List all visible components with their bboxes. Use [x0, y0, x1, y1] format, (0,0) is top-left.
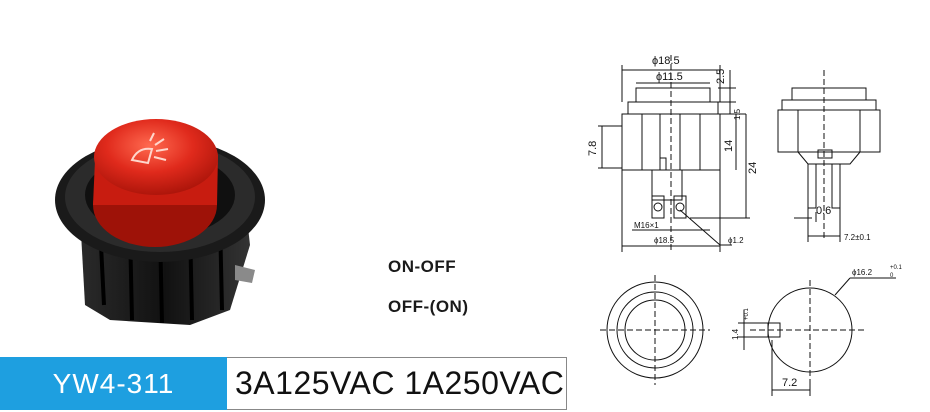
dim-24: 24	[747, 162, 759, 174]
dim-7-2: 7.2	[782, 377, 797, 389]
dim-d11-5: ϕ11.5	[656, 71, 683, 83]
side-view	[777, 70, 881, 242]
terminal-pin	[235, 265, 255, 283]
panel-cutout	[738, 277, 896, 396]
dim-d1-2: ϕ1.2	[728, 236, 744, 245]
mode-on-off: ON-OFF	[388, 257, 457, 276]
dim-d18-5-bottom: ϕ18.5	[654, 236, 675, 245]
top-view-circle	[600, 275, 710, 385]
dim-1-5: 1.5	[733, 108, 742, 120]
dim-7-2-tol: 7.2±0.1	[844, 233, 871, 242]
dim-2-5: 2.5	[715, 69, 727, 84]
dim-d16-2: ϕ16.2	[852, 268, 873, 277]
rating-label: 3A125VAC 1A250VAC	[227, 357, 567, 410]
lamp-icon	[130, 132, 169, 165]
model-label: YW4-311	[0, 357, 227, 410]
dim-1-4: 1.4	[731, 328, 740, 340]
dim-1-4-tol: +0.1	[744, 307, 750, 320]
dim-d16-2-tol-top: +0.1	[890, 265, 903, 271]
front-view	[598, 55, 750, 252]
mode-off-on: OFF-(ON)	[388, 297, 469, 316]
switch-photo	[55, 119, 265, 325]
dim-0-6: 0.6	[816, 205, 831, 217]
dim-7-8: 7.8	[587, 141, 599, 156]
technical-drawing: ϕ18.5 ϕ11.5 2.5 1.5 7.8 14 24 M16×1 ϕ18.…	[587, 55, 903, 396]
dim-d18-5-top: ϕ18.5	[652, 55, 680, 67]
dim-d16-2-tol-bottom: 0	[890, 273, 894, 279]
dim-14: 14	[723, 140, 735, 152]
dim-thread: M16×1	[634, 221, 659, 230]
